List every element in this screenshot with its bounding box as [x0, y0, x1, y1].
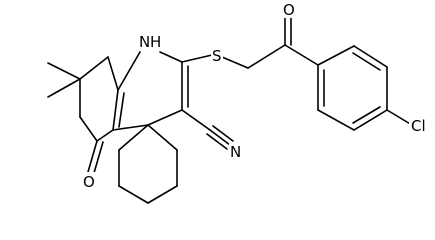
atom-cl: Cl: [409, 116, 435, 135]
atom-label-s: S: [212, 47, 222, 65]
atom-labels: N H S O O N Cl: [82, 0, 435, 191]
atom-label-cl: Cl: [411, 117, 426, 135]
molecule-structure: N H S O O N Cl: [47, 0, 435, 204]
bond-lines: [47, 17, 413, 204]
atom-label-n-nitrile: N: [230, 143, 241, 161]
atom-label-nh-h: H: [150, 33, 161, 51]
atom-label-o-ring: O: [83, 173, 95, 191]
atom-label-o-ketone: O: [283, 1, 295, 19]
atom-s: S: [211, 46, 223, 65]
atom-o-ring: O: [82, 172, 96, 191]
atom-label-nh-n: N: [139, 33, 150, 51]
atom-n-nitrile: N: [229, 142, 243, 161]
atom-o-ketone: O: [282, 0, 296, 19]
atom-nh: N H: [137, 32, 161, 51]
